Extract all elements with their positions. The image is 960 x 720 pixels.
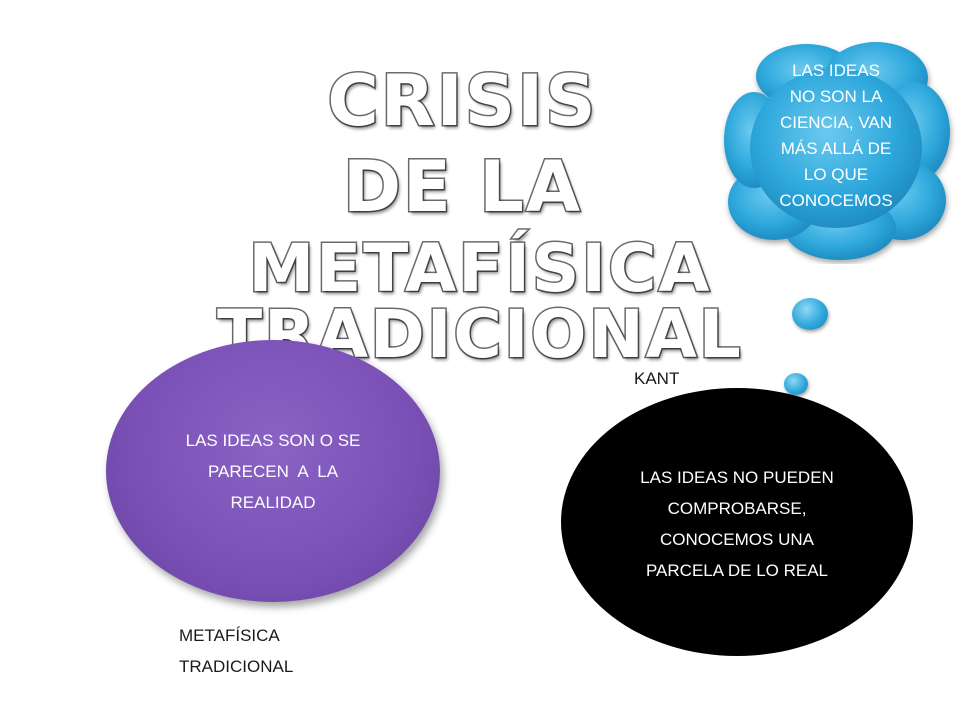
cloud-text-line: LAS IDEAS: [792, 61, 880, 80]
black-ellipse: [561, 388, 913, 656]
title-line-de-la: DE LA: [341, 146, 583, 228]
thought-cloud: LAS IDEAS NO SON LA CIENCIA, VAN MÁS ALL…: [718, 32, 956, 264]
cloud-text-line: CONOCEMOS: [779, 191, 893, 210]
black-ellipse-text: LAS IDEAS NO PUEDEN COMPROBARSE, CONOCEM…: [597, 462, 877, 586]
metafisica-label-line: TRADICIONAL: [179, 657, 294, 676]
cloud-text-line: LO QUE: [803, 165, 869, 184]
thought-bubble-medium: [784, 373, 808, 395]
purple-ellipse: [106, 340, 440, 602]
black-text-line: PARCELA DE LO REAL: [645, 561, 829, 580]
cloud-text-line: CIENCIA, VAN: [779, 113, 893, 132]
purple-text-line: REALIDAD: [230, 493, 316, 512]
cloud-shape: [724, 42, 950, 260]
black-text-line: LAS IDEAS NO PUEDEN: [640, 468, 834, 487]
metafisica-label-line: METAFÍSICA: [179, 626, 280, 645]
cloud-text-line: MÁS ALLÁ DE: [780, 139, 892, 158]
kant-label: KANT: [634, 369, 680, 388]
metafisica-tradicional-label: METAFÍSICA TRADICIONAL: [179, 620, 379, 682]
cloud-text: LAS IDEAS NO SON LA CIENCIA, VAN MÁS ALL…: [756, 58, 916, 214]
title-line-crisis: CRISIS: [326, 60, 598, 142]
purple-text-line: LAS IDEAS SON O SE: [185, 431, 361, 450]
thought-bubble-large: [792, 298, 828, 330]
purple-text-line: PARECEN A LA: [207, 462, 339, 481]
black-text-line: CONOCEMOS UNA: [660, 530, 814, 549]
black-text-line: COMPROBARSE,: [667, 499, 807, 518]
purple-ellipse-text: LAS IDEAS SON O SE PARECEN A LA REALIDAD: [156, 425, 390, 518]
cloud-text-line: NO SON LA: [789, 87, 883, 106]
